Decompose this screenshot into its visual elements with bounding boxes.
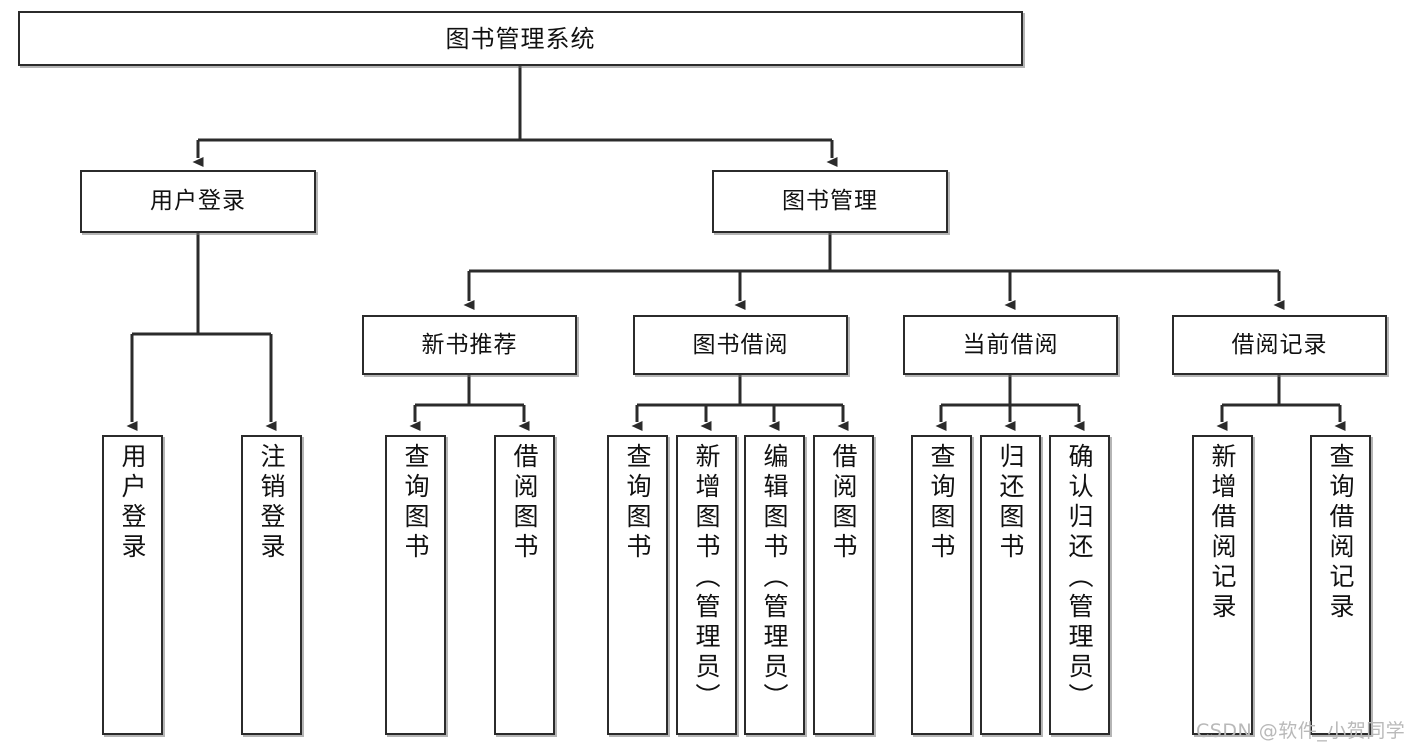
node-new-book-recommend[interactable]: 新书推荐 — [362, 315, 577, 375]
leaf-query-book-2[interactable]: 查询图书 — [607, 435, 668, 735]
leaf-add-record[interactable]: 新增借阅记录 — [1192, 435, 1253, 735]
leaf-return-book[interactable]: 归还图书 — [980, 435, 1041, 735]
leaf-edit-book-label: 编辑图书（管理员） — [760, 443, 789, 713]
leaf-add-book[interactable]: 新增图书（管理员） — [676, 435, 737, 735]
leaf-query-book-2-label: 查询图书 — [623, 443, 652, 563]
leaf-confirm-return-label: 确认归还（管理员） — [1065, 443, 1094, 713]
leaf-query-record[interactable]: 查询借阅记录 — [1310, 435, 1371, 735]
leaf-borrow-book-1[interactable]: 借阅图书 — [494, 435, 555, 735]
leaf-borrow-book-2-label: 借阅图书 — [829, 443, 858, 563]
leaf-user-login[interactable]: 用户登录 — [102, 435, 163, 735]
leaf-confirm-return[interactable]: 确认归还（管理员） — [1049, 435, 1110, 735]
leaf-query-record-label: 查询借阅记录 — [1326, 443, 1355, 623]
node-book-borrow[interactable]: 图书借阅 — [633, 315, 848, 375]
watermark: CSDN @软件_小贺同学 — [1196, 720, 1405, 742]
leaf-query-book-1[interactable]: 查询图书 — [385, 435, 446, 735]
leaf-logout-label: 注销登录 — [257, 443, 286, 563]
leaf-borrow-book-2[interactable]: 借阅图书 — [813, 435, 874, 735]
leaf-logout[interactable]: 注销登录 — [241, 435, 302, 735]
leaf-return-book-label: 归还图书 — [996, 443, 1025, 563]
leaf-add-record-label: 新增借阅记录 — [1208, 443, 1237, 623]
node-book-manage-label: 图书管理 — [782, 188, 878, 215]
node-new-book-recommend-label: 新书推荐 — [421, 331, 518, 358]
leaf-edit-book[interactable]: 编辑图书（管理员） — [744, 435, 805, 735]
node-user-login[interactable]: 用户登录 — [80, 170, 316, 233]
node-root-label: 图书管理系统 — [445, 24, 596, 53]
leaf-add-book-label: 新增图书（管理员） — [692, 443, 721, 713]
node-book-borrow-label: 图书借阅 — [692, 331, 789, 358]
node-current-borrow-label: 当前借阅 — [962, 331, 1059, 358]
node-borrow-record[interactable]: 借阅记录 — [1172, 315, 1387, 375]
leaf-borrow-book-1-label: 借阅图书 — [510, 443, 539, 563]
node-book-manage[interactable]: 图书管理 — [712, 170, 948, 233]
leaf-user-login-label: 用户登录 — [118, 443, 147, 563]
leaf-query-book-3[interactable]: 查询图书 — [911, 435, 972, 735]
leaf-query-book-3-label: 查询图书 — [927, 443, 956, 563]
node-root[interactable]: 图书管理系统 — [18, 11, 1023, 66]
node-user-login-label: 用户登录 — [150, 188, 246, 215]
leaf-query-book-1-label: 查询图书 — [401, 443, 430, 563]
node-borrow-record-label: 借阅记录 — [1231, 331, 1328, 358]
node-current-borrow[interactable]: 当前借阅 — [903, 315, 1118, 375]
